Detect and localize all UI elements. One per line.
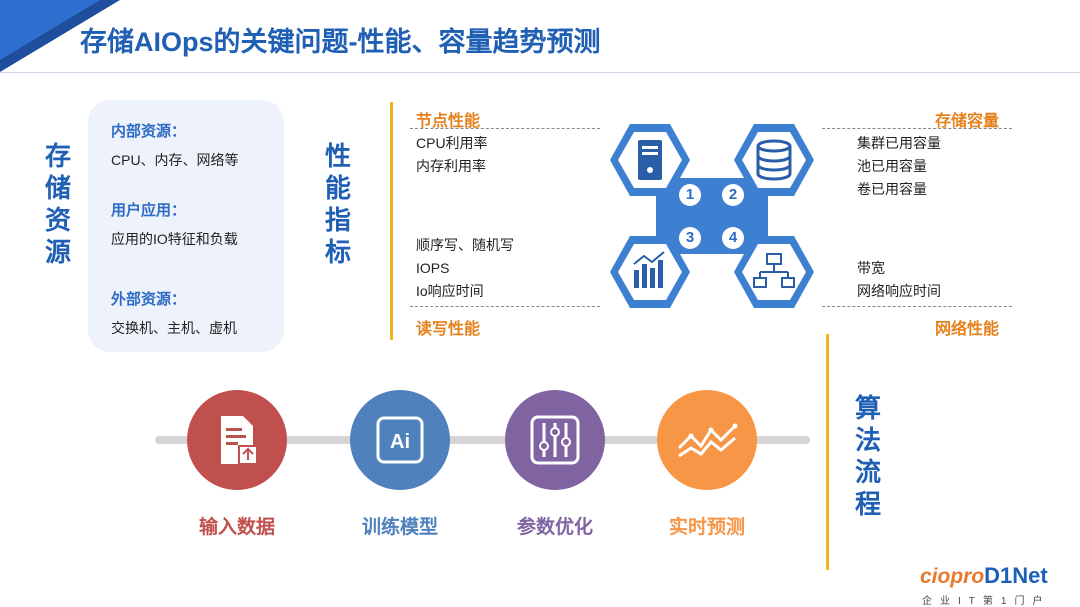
resource-heading-app: 用户应用： bbox=[111, 202, 187, 219]
hexagon-cluster bbox=[610, 124, 814, 308]
network-performance-title: 网络性能 bbox=[935, 321, 1000, 338]
network-hexagon bbox=[734, 236, 814, 308]
database-hexagon bbox=[734, 124, 814, 196]
step-label-optimize: 参数优化 bbox=[516, 517, 593, 538]
node-dashed-line bbox=[410, 128, 600, 129]
database-icon bbox=[756, 139, 792, 181]
server-hexagon bbox=[610, 124, 690, 196]
storage-dashed-line bbox=[822, 128, 1012, 129]
network-dashed-line bbox=[822, 306, 1012, 307]
network-topology-icon bbox=[753, 253, 795, 288]
watermark-part1: ciopro bbox=[920, 565, 985, 588]
step-circle-predict bbox=[657, 390, 757, 490]
rw-metric-list: 顺序写、随机写 IOPS Io响应时间 bbox=[416, 234, 514, 303]
resources-panel bbox=[88, 100, 284, 352]
algorithm-divider bbox=[826, 334, 829, 570]
list-item: IOPS bbox=[416, 260, 450, 276]
resource-text-external: 交换机、主机、虚机 bbox=[111, 320, 237, 336]
list-item: 池已用容量 bbox=[857, 158, 927, 174]
sliders-icon bbox=[530, 415, 580, 465]
badge-2: 2 bbox=[722, 184, 744, 206]
storage-capacity-title: 存储容量 bbox=[935, 113, 1000, 130]
process-track bbox=[155, 436, 810, 444]
performance-metrics-title: 性能指标 bbox=[324, 141, 351, 267]
list-item: 内存利用率 bbox=[416, 158, 486, 174]
corner-decoration-inner bbox=[0, 0, 100, 60]
badge-1: 1 bbox=[679, 184, 701, 206]
badge-4: 4 bbox=[722, 227, 744, 249]
title-divider bbox=[0, 72, 1080, 73]
svg-text:Ai: Ai bbox=[390, 431, 410, 453]
resource-text-internal: CPU、内存、网络等 bbox=[111, 152, 239, 168]
node-performance-title: 节点性能 bbox=[416, 113, 481, 130]
server-icon bbox=[638, 140, 662, 180]
storage-resources-title: 存储资源 bbox=[44, 141, 71, 267]
resource-heading-external: 外部资源： bbox=[111, 291, 187, 308]
ai-icon: Ai bbox=[376, 416, 424, 464]
step-label-train: 训练模型 bbox=[361, 517, 438, 538]
node-metric-list: CPU利用率 内存利用率 bbox=[416, 132, 488, 178]
rw-dashed-line bbox=[410, 306, 600, 307]
trend-line-icon bbox=[677, 423, 738, 458]
watermark-subtitle: 企业IT第1门户 bbox=[922, 596, 1051, 607]
resource-text-app: 应用的IO特征和负载 bbox=[111, 231, 238, 247]
step-label-input: 输入数据 bbox=[198, 517, 275, 538]
network-metric-list: 带宽 网络响应时间 bbox=[857, 257, 941, 303]
list-item: 卷已用容量 bbox=[857, 181, 927, 197]
list-item: Io响应时间 bbox=[416, 283, 484, 299]
storage-metric-list: 集群已用容量 池已用容量 卷已用容量 bbox=[857, 132, 941, 201]
badge-3: 3 bbox=[679, 227, 701, 249]
list-item: 顺序写、随机写 bbox=[416, 237, 514, 253]
list-item: 带宽 bbox=[857, 260, 885, 276]
bar-chart-icon bbox=[633, 251, 665, 288]
page-title: 存储AIOps的关键问题-性能、容量趋势预测 bbox=[80, 27, 601, 57]
list-item: CPU利用率 bbox=[416, 135, 488, 151]
step-circle-train: Ai bbox=[350, 390, 450, 490]
step-label-predict: 实时预测 bbox=[668, 517, 745, 538]
list-item: 网络响应时间 bbox=[857, 283, 941, 299]
list-item: 集群已用容量 bbox=[857, 135, 941, 151]
barchart-hexagon bbox=[610, 236, 690, 308]
resource-heading-internal: 内部资源： bbox=[111, 123, 187, 140]
metrics-divider bbox=[390, 102, 393, 340]
watermark-part2: D1Net bbox=[984, 563, 1048, 588]
rw-performance-title: 读写性能 bbox=[416, 321, 481, 338]
watermark-logo: cioproD1Net bbox=[920, 563, 1048, 589]
step-circle-optimize bbox=[505, 390, 605, 490]
algorithm-flow-title: 算法流程 bbox=[854, 393, 881, 519]
step-circle-input bbox=[187, 390, 287, 490]
document-upload-icon bbox=[221, 416, 258, 465]
